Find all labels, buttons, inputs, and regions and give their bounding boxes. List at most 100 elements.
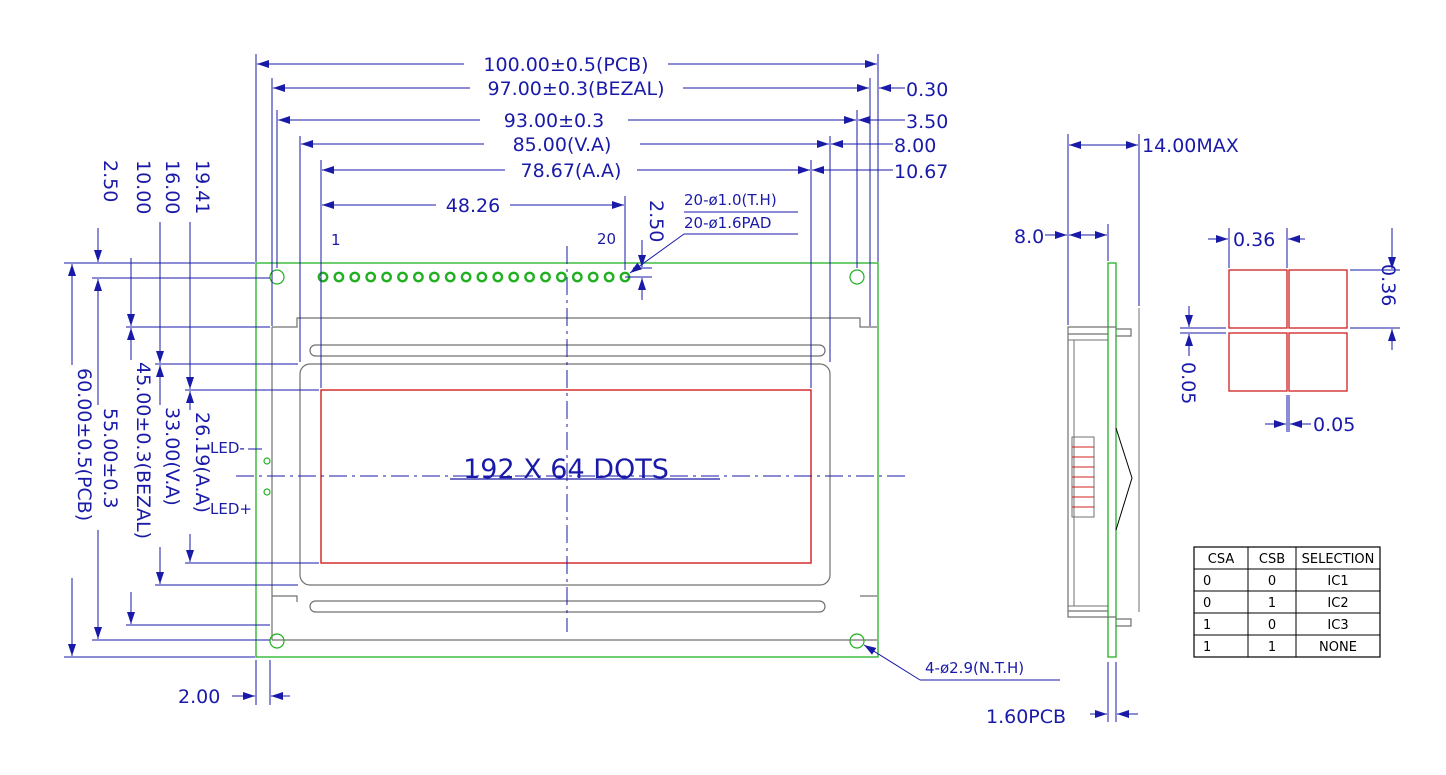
mount-hole	[269, 633, 285, 649]
side-pcb	[1107, 262, 1117, 658]
side-offset-dim: 8.0	[1014, 226, 1044, 248]
table-cell: 0	[1203, 574, 1211, 589]
led-pin	[263, 488, 271, 496]
mount-hole	[269, 269, 285, 285]
side-connector-stripes	[1072, 446, 1094, 508]
connector-pin	[444, 271, 456, 283]
gap-vertical-dim: 0.05	[1177, 362, 1199, 404]
top-1941-dim: 19.41	[191, 160, 213, 214]
pin-offset-dim: 48.26	[446, 195, 500, 217]
dot-cell	[1288, 332, 1348, 392]
side-wedge	[1115, 427, 1133, 531]
pin-hole-callout: 20-ø1.0(T.H)	[684, 191, 777, 209]
right-350-dim: 3.50	[906, 111, 948, 133]
connector-pin	[365, 271, 377, 283]
side-component	[1116, 328, 1132, 627]
led-pin	[263, 457, 271, 465]
pin-last-label: 20	[597, 230, 616, 248]
connector-pin	[317, 271, 329, 283]
mount-hole-leader	[863, 644, 1060, 681]
dot-cell	[1228, 332, 1288, 392]
bezel-width-dim: 97.00±0.3(BEZAL)	[488, 78, 665, 100]
dot-width-dim: 0.36	[1233, 229, 1275, 251]
table-cell: 0	[1268, 618, 1276, 633]
connector-pin	[492, 271, 504, 283]
table-cell: 1	[1203, 618, 1211, 633]
table-cell: 1	[1268, 640, 1276, 655]
offset-dimension	[1045, 224, 1109, 261]
connector-pins	[317, 271, 631, 283]
hole-span-height-dim: 55.00±0.3	[99, 408, 121, 509]
side-view: 14.00MAX 8.0 1.60PCB	[986, 134, 1239, 728]
table-cell: 1	[1268, 596, 1276, 611]
dot-cell	[1288, 269, 1348, 329]
dot-cell	[1228, 269, 1288, 329]
right-1067-dim: 10.67	[894, 161, 948, 183]
table-header-selection: SELECTION	[1302, 552, 1375, 567]
left-offset-dim: 2.00	[178, 686, 220, 708]
pcb-thickness-dimension	[1090, 662, 1138, 722]
mount-hole-callout: 4-ø2.9(N.T.H)	[925, 659, 1024, 677]
table-cell: NONE	[1319, 640, 1357, 655]
pcb-thickness-dim: 1.60PCB	[986, 706, 1066, 728]
va-width-dim: 85.00(V.A)	[513, 134, 612, 156]
aa-height-dim: 26.19(A.A)	[191, 412, 213, 513]
top-1000-dim: 10.00	[132, 160, 154, 214]
pin-row-dimension	[625, 240, 652, 300]
connector-pin	[333, 271, 345, 283]
mount-hole	[849, 269, 865, 285]
led-plus-label: LED+	[210, 500, 252, 518]
top-250-dim: 2.50	[99, 160, 121, 202]
pin-row-offset-dim: 2.50	[645, 200, 667, 242]
table-cell: IC1	[1327, 574, 1348, 589]
va-height-dim: 33.00(V.A)	[161, 407, 183, 506]
pin-callout-leader	[629, 211, 798, 274]
dot-dimensions	[1180, 228, 1400, 432]
pcb-width-dim: 100.00±0.5(PCB)	[483, 54, 648, 76]
table-cell: IC3	[1327, 618, 1348, 633]
connector-pin	[460, 271, 472, 283]
table-cell: 1	[1203, 640, 1211, 655]
mount-hole	[849, 633, 865, 649]
display-label: 192 X 64 DOTS	[463, 454, 669, 485]
hole-span-width-dim: 93.00±0.3	[504, 110, 605, 132]
pcb-height-dim: 60.00±0.5(PCB)	[73, 368, 95, 521]
left-dimensions	[64, 222, 319, 658]
table-cell: 0	[1203, 596, 1211, 611]
table-cell: IC2	[1327, 596, 1348, 611]
bezel-outline	[272, 317, 877, 328]
pin-pad-callout: 20-ø1.6PAD	[684, 214, 771, 232]
right-800-dim: 8.00	[894, 135, 936, 157]
bottom-offset-dimension	[232, 660, 290, 705]
dot-detail: 0.36 0.36 0.05 0.05	[1177, 228, 1400, 436]
connector-pin	[603, 271, 615, 283]
thickness-dim: 14.00MAX	[1142, 135, 1239, 157]
connector-pin	[571, 271, 583, 283]
connector-pin	[428, 271, 440, 283]
aa-width-dim: 78.67(A.A)	[521, 160, 622, 182]
table-header-csb: CSB	[1259, 552, 1285, 567]
bezel-lower-left	[272, 595, 298, 602]
thickness-dimension	[1067, 134, 1140, 325]
connector-pin	[349, 271, 361, 283]
top-1600-dim: 16.00	[161, 160, 183, 214]
bezel-height-dim: 45.00±0.3(BEZAL)	[132, 362, 154, 539]
table-header-csa: CSA	[1208, 552, 1235, 567]
right-030-dim: 0.30	[906, 79, 948, 101]
connector-pin	[508, 271, 520, 283]
connector-pin	[381, 271, 392, 283]
viewing-area	[299, 363, 831, 586]
connector-pin	[412, 271, 424, 283]
side-bezel-detail	[1068, 339, 1108, 607]
front-view: 192 X 64 DOTS	[64, 54, 1060, 708]
connector-pin	[397, 271, 408, 283]
pin-first-label: 1	[331, 231, 341, 249]
connector-pin	[556, 271, 567, 283]
dot-height-dim: 0.36	[1377, 264, 1399, 306]
selection-table: CSA CSB SELECTION 0 0 IC1 0 1 IC2 1 0 IC…	[1193, 546, 1381, 658]
connector-pin	[540, 271, 551, 283]
connector-pin	[524, 271, 535, 283]
side-bezel	[1067, 326, 1116, 618]
gap-horizontal-dim: 0.05	[1313, 414, 1355, 436]
